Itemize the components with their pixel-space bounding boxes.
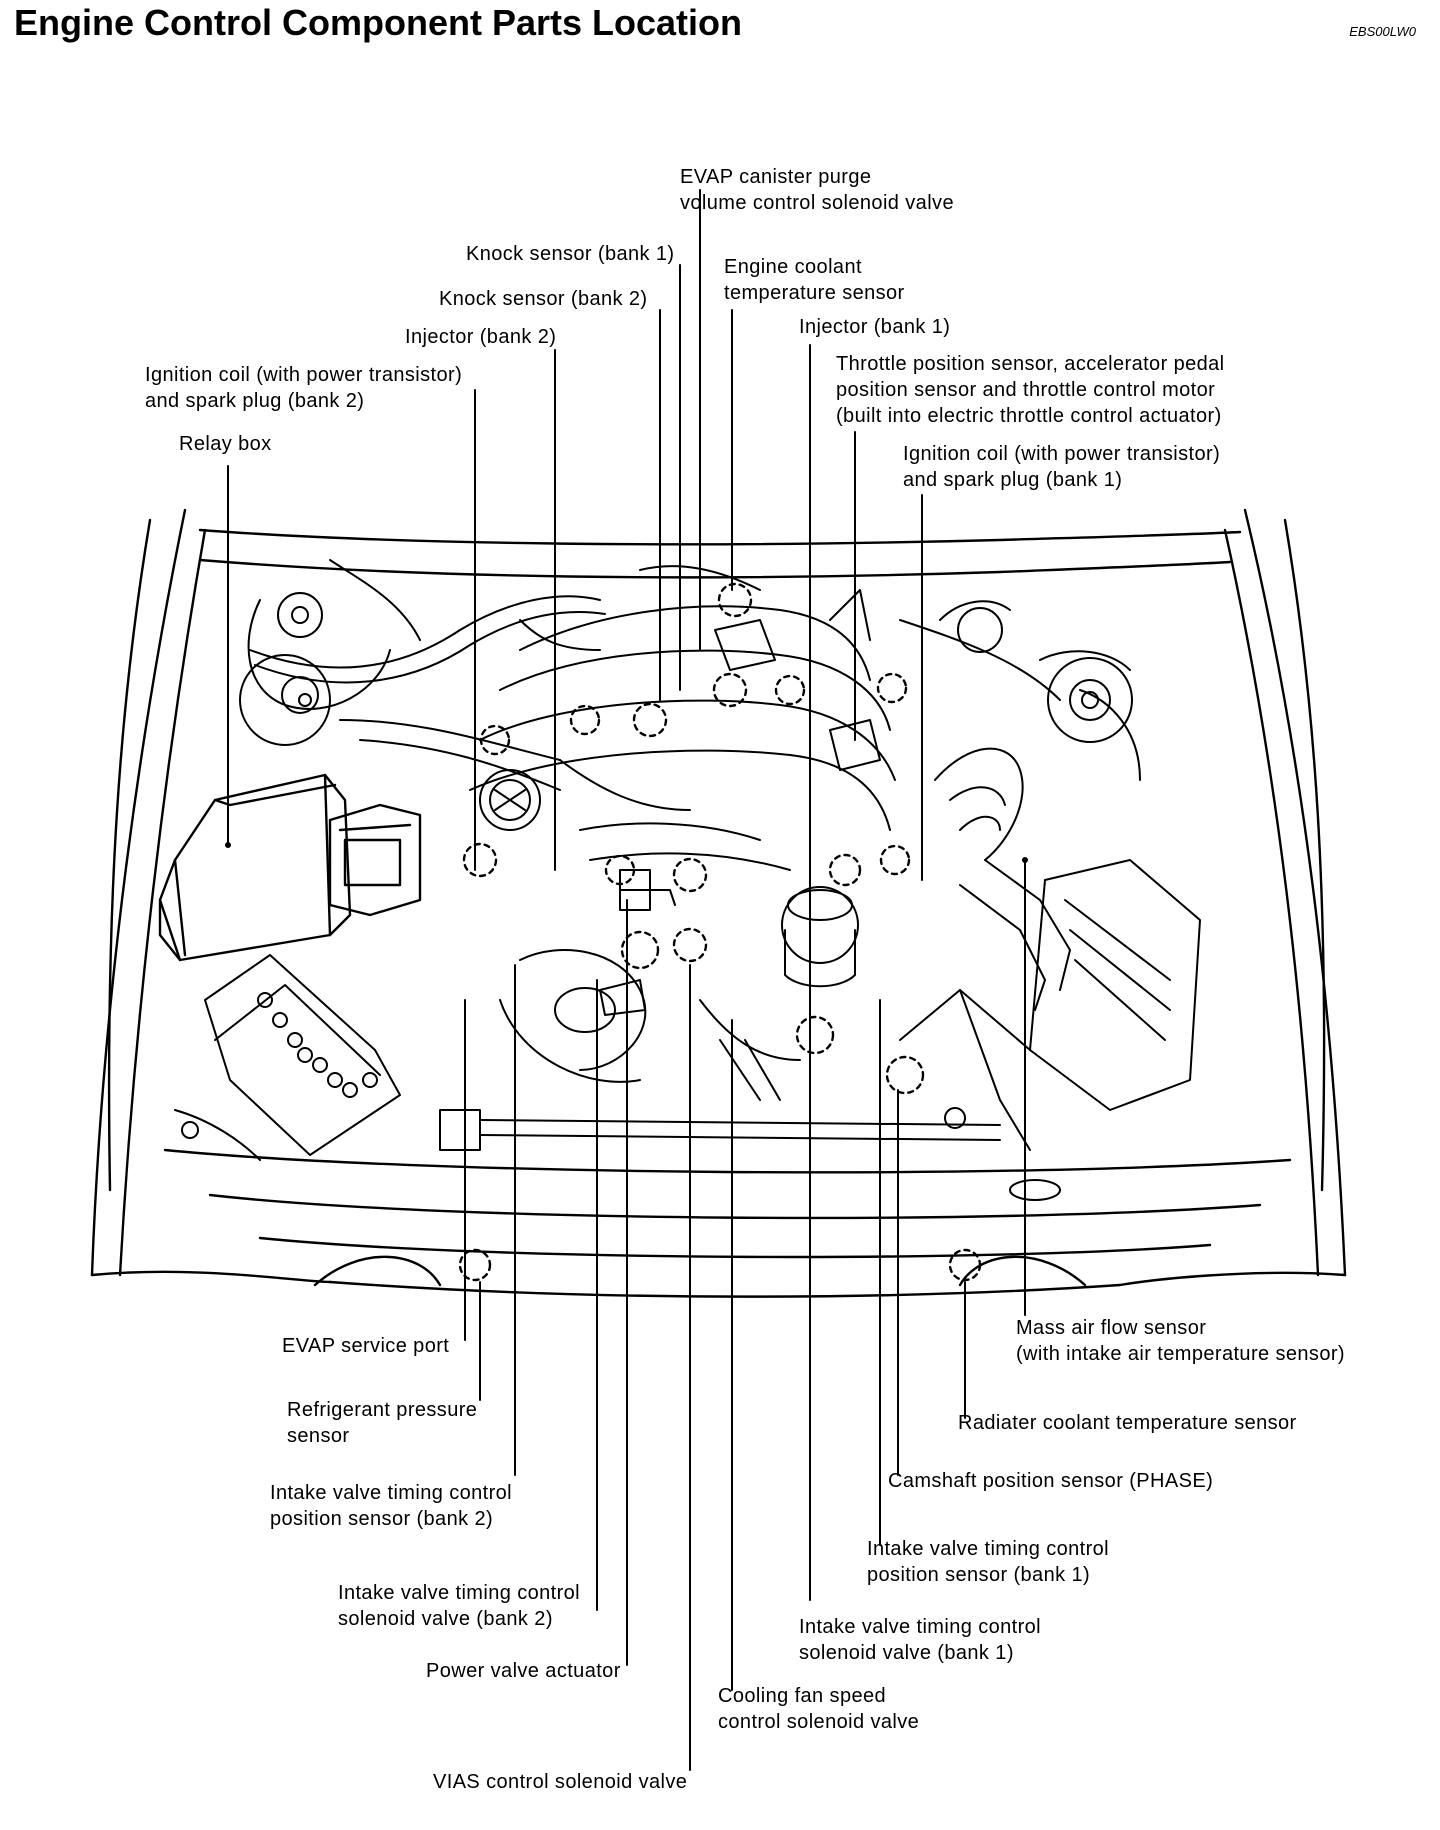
label-ivt-position-sensor-bank2: Intake valve timing control position sen…	[270, 1482, 513, 1530]
label-radiator-coolant-sensor: Radiater coolant temperature sensor	[958, 1412, 1297, 1434]
label-injector-bank1: Injector (bank 1)	[799, 316, 951, 338]
label-camshaft-position-sensor: Camshaft position sensor (PHASE)	[888, 1470, 1214, 1492]
figure-code: EBS00LW0	[1349, 24, 1416, 39]
page-title: Engine Control Component Parts Location	[14, 2, 742, 43]
label-evap-purge-valve: EVAP canister purge volume control solen…	[680, 166, 954, 214]
label-vias-solenoid-valve: VIAS control solenoid valve	[433, 1771, 688, 1793]
label-power-valve-actuator: Power valve actuator	[426, 1660, 621, 1682]
label-ivt-position-sensor-bank1: Intake valve timing control position sen…	[867, 1538, 1110, 1586]
label-ignition-coil-bank1: Ignition coil (with power transistor) an…	[903, 443, 1221, 491]
leader-dots	[225, 842, 1028, 863]
label-knock-sensor-bank2: Knock sensor (bank 2)	[439, 288, 648, 310]
label-ivt-solenoid-valve-bank2: Intake valve timing control solenoid val…	[338, 1582, 581, 1630]
label-mass-air-flow-sensor: Mass air flow sensor (with intake air te…	[1016, 1317, 1345, 1365]
component-markers	[460, 584, 980, 1280]
leader-lines	[228, 190, 1025, 1770]
label-engine-coolant-sensor: Engine coolant temperature sensor	[724, 256, 905, 304]
label-cooling-fan-valve: Cooling fan speed control solenoid valve	[718, 1685, 920, 1733]
label-injector-bank2: Injector (bank 2)	[405, 326, 557, 348]
label-knock-sensor-bank1: Knock sensor (bank 1)	[466, 243, 675, 265]
body-outline	[92, 510, 1345, 1297]
label-relay-box: Relay box	[179, 433, 272, 455]
label-refrigerant-pressure-sensor: Refrigerant pressure sensor	[287, 1399, 478, 1447]
label-evap-service-port: EVAP service port	[282, 1335, 450, 1357]
label-ivt-solenoid-valve-bank1: Intake valve timing control solenoid val…	[799, 1616, 1042, 1664]
left-strut-area	[240, 560, 605, 790]
label-ignition-coil-bank2: Ignition coil (with power transistor) an…	[145, 364, 463, 412]
relay-box	[160, 775, 420, 960]
label-throttle-position-sensor: Throttle position sensor, accelerator pe…	[836, 353, 1225, 427]
battery-area	[175, 955, 400, 1160]
